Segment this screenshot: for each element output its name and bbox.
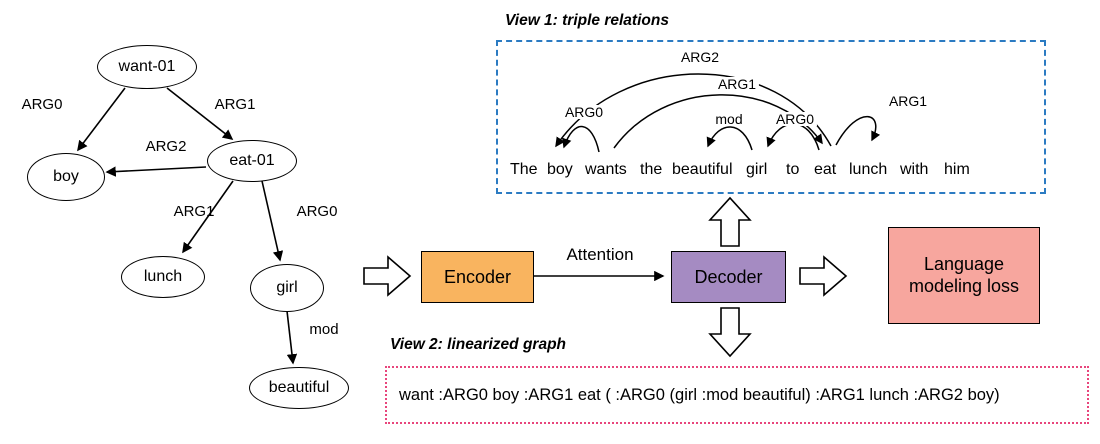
sentence-word: with <box>900 161 929 178</box>
graph-node-boy: boy <box>27 153 105 201</box>
edge-label-mod-girl-beautiful: mod <box>309 321 339 338</box>
edge-label-arg1-want-eat: ARG1 <box>214 96 256 113</box>
sentence-word: to <box>786 161 800 178</box>
arc-label-arg1-right: ARG1 <box>885 94 931 108</box>
decoder-label: Decoder <box>694 266 763 287</box>
flow-arrow-decoder-to-view2 <box>708 307 752 358</box>
graph-node-lunch: lunch <box>121 256 205 298</box>
edge-want-to-boy <box>77 87 126 152</box>
sentence-word: wants <box>585 161 627 178</box>
arc-label-arg2: ARG2 <box>677 50 723 64</box>
arc-label-mod: mod <box>712 112 746 126</box>
edge-eat-to-lunch <box>182 180 234 254</box>
graph-node-eat-01: eat-01 <box>207 140 297 182</box>
edge-label-arg1-eat-lunch: ARG1 <box>173 203 215 220</box>
view2-box: want :ARG0 boy :ARG1 eat ( :ARG0 (girl :… <box>385 366 1089 424</box>
sentence-word: The <box>510 161 538 178</box>
decoder-box: Decoder <box>671 251 786 303</box>
flow-arrow-decoder-to-loss <box>799 255 848 297</box>
edge-want-to-eat <box>166 87 234 140</box>
sentence-word: beautiful <box>672 161 733 178</box>
arc-arg0-wants-to-boy <box>562 125 600 153</box>
arc-label-arg0-left: ARG0 <box>561 105 607 119</box>
view2-title: View 2: linearized graph <box>390 336 567 353</box>
language-modeling-loss-box: Language modeling loss <box>888 227 1040 324</box>
flow-arrow-decoder-to-view1 <box>708 196 752 247</box>
sentence-word: the <box>640 161 663 178</box>
edge-label-arg0-eat-girl: ARG0 <box>296 203 338 220</box>
graph-node-want-01: want-01 <box>97 45 197 89</box>
attention-label: Attention <box>566 245 634 264</box>
arc-label-arg0-right: ARG0 <box>772 112 818 126</box>
language-modeling-loss-label: Language modeling loss <box>908 253 1020 296</box>
sentence-word: boy <box>547 161 573 178</box>
arc-label-arg1-big: ARG1 <box>714 77 760 91</box>
encoder-label: Encoder <box>443 266 512 287</box>
edge-label-arg2-eat-boy: ARG2 <box>145 138 187 155</box>
edge-label-arg0-want-boy: ARG0 <box>21 96 63 113</box>
sentence-word: lunch <box>849 161 888 178</box>
flow-arrow-graph-to-encoder <box>363 255 412 297</box>
sentence-word: eat <box>814 161 837 178</box>
graph-node-girl: girl <box>250 264 324 312</box>
edge-eat-to-boy <box>105 166 207 177</box>
sentence-word: girl <box>746 161 768 178</box>
arc-mod-girl-to-beautiful <box>706 126 753 151</box>
view1-title: View 1: triple relations <box>505 12 669 29</box>
sentence-word: him <box>944 161 970 178</box>
arc-arg1-eat-to-lunch <box>835 115 881 146</box>
linearized-graph-text: want :ARG0 boy :ARG1 eat ( :ARG0 (girl :… <box>399 385 1000 404</box>
graph-node-beautiful: beautiful <box>249 367 349 409</box>
edge-girl-to-beautiful <box>286 310 298 365</box>
encoder-box: Encoder <box>421 251 534 303</box>
edge-eat-to-girl <box>261 180 284 262</box>
view1-box <box>496 40 1046 194</box>
